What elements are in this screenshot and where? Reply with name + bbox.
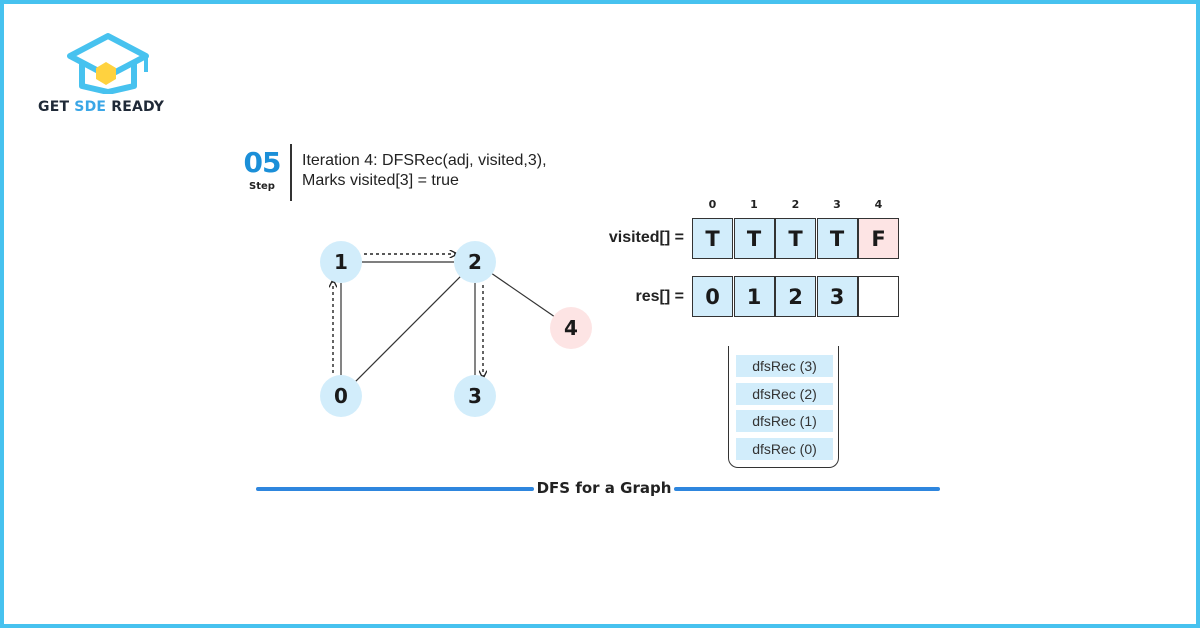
call-stack-frame: dfsRec (3) xyxy=(736,355,833,377)
brand-highlight: SDE xyxy=(74,99,107,115)
graph-node-2 xyxy=(454,241,496,283)
call-stack-frame: dfsRec (2) xyxy=(736,382,833,405)
visited-index-4: 4 xyxy=(874,198,883,211)
caption-line-left xyxy=(256,487,534,491)
graph-node-label-0: 0 xyxy=(334,384,348,408)
res-cell-0: 0 xyxy=(692,276,733,317)
visited-index-1: 1 xyxy=(750,198,758,211)
res-cell-4 xyxy=(858,276,899,317)
graph-node-3 xyxy=(454,375,496,417)
graph-node-1 xyxy=(320,241,362,283)
visited-cell-2: T xyxy=(775,218,816,259)
call-stack: dfsRec (3) dfsRec (2) dfsRec (1) dfsRec (0) xyxy=(728,346,839,468)
brand-suffix: READY xyxy=(106,99,165,115)
step-word: Step xyxy=(249,181,275,192)
visited-cell-1: T xyxy=(733,218,775,259)
visited-index-2: 2 xyxy=(791,198,800,211)
visited-cell-0: T xyxy=(692,218,733,259)
graduation-cap-icon xyxy=(67,33,149,94)
caption-line-right xyxy=(674,487,940,491)
call-stack-frame: dfsRec (1) xyxy=(736,410,833,432)
step-description-line-1: Iteration 4: DFSRec(adj, visited,3), xyxy=(302,152,547,169)
visited-cell-4: F xyxy=(858,218,899,259)
brand-prefix: GET xyxy=(38,99,75,115)
graph-node-0 xyxy=(320,375,362,417)
visited-cell-3: T xyxy=(816,218,858,259)
visited-index-0: 0 xyxy=(708,198,717,211)
step-description-line-2: Marks visited[3] = true xyxy=(302,172,459,189)
edge-2-4 xyxy=(491,273,555,317)
call-stack-frame: dfsRec (0) xyxy=(736,437,833,460)
step-divider xyxy=(290,144,292,201)
visited-array-label: visited[] = xyxy=(608,229,684,246)
graph-node-4 xyxy=(550,307,592,349)
graph-diagram: 0 1 2 3 4 xyxy=(320,241,592,417)
step-header: 05 Step Iteration 4: DFSRec(adj, visited… xyxy=(240,144,580,202)
res-array-label: res[] = xyxy=(635,288,684,305)
step-number: 05 xyxy=(243,146,282,179)
brand-logo: GET SDE READY xyxy=(38,30,188,125)
edge-0-2 xyxy=(355,276,461,382)
res-cell-2: 2 xyxy=(775,276,816,317)
diagram-caption: DFS for a Graph xyxy=(536,479,672,497)
graph-node-label-2: 2 xyxy=(468,250,482,274)
graph-node-label-3: 3 xyxy=(468,384,482,408)
brand-name: GET SDE READY xyxy=(38,99,164,115)
graph-node-label-1: 1 xyxy=(334,250,348,274)
res-cell-3: 3 xyxy=(816,276,858,317)
res-cell-1: 1 xyxy=(733,276,775,317)
graph-node-label-4: 4 xyxy=(564,316,578,340)
visited-index-3: 3 xyxy=(833,198,841,211)
